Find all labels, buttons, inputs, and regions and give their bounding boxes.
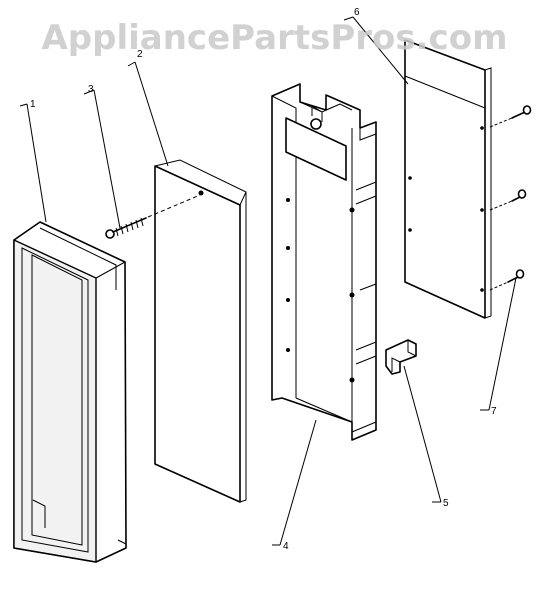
screw-7-bottom <box>489 269 525 291</box>
callout-4: 4 <box>283 541 289 552</box>
part-6-board <box>404 39 492 319</box>
callout-7: 7 <box>491 406 497 417</box>
callout-6: 6 <box>354 7 360 18</box>
part-4-chassis <box>271 83 377 441</box>
leader-lines <box>19 16 517 546</box>
callout-2: 2 <box>137 49 143 60</box>
part-1-bezel-frame <box>13 221 127 563</box>
part-2-panel <box>154 159 247 503</box>
callout-1: 1 <box>30 99 36 110</box>
screw-7-middle <box>489 189 527 211</box>
callout-3: 3 <box>88 84 94 95</box>
part-3-screw <box>105 194 201 239</box>
callout-labels: 1 3 2 6 7 5 4 <box>30 7 497 552</box>
part-5-clip <box>385 339 417 375</box>
screw-7-top <box>489 105 532 128</box>
callout-5: 5 <box>443 498 449 509</box>
part-7-screws <box>489 105 532 291</box>
